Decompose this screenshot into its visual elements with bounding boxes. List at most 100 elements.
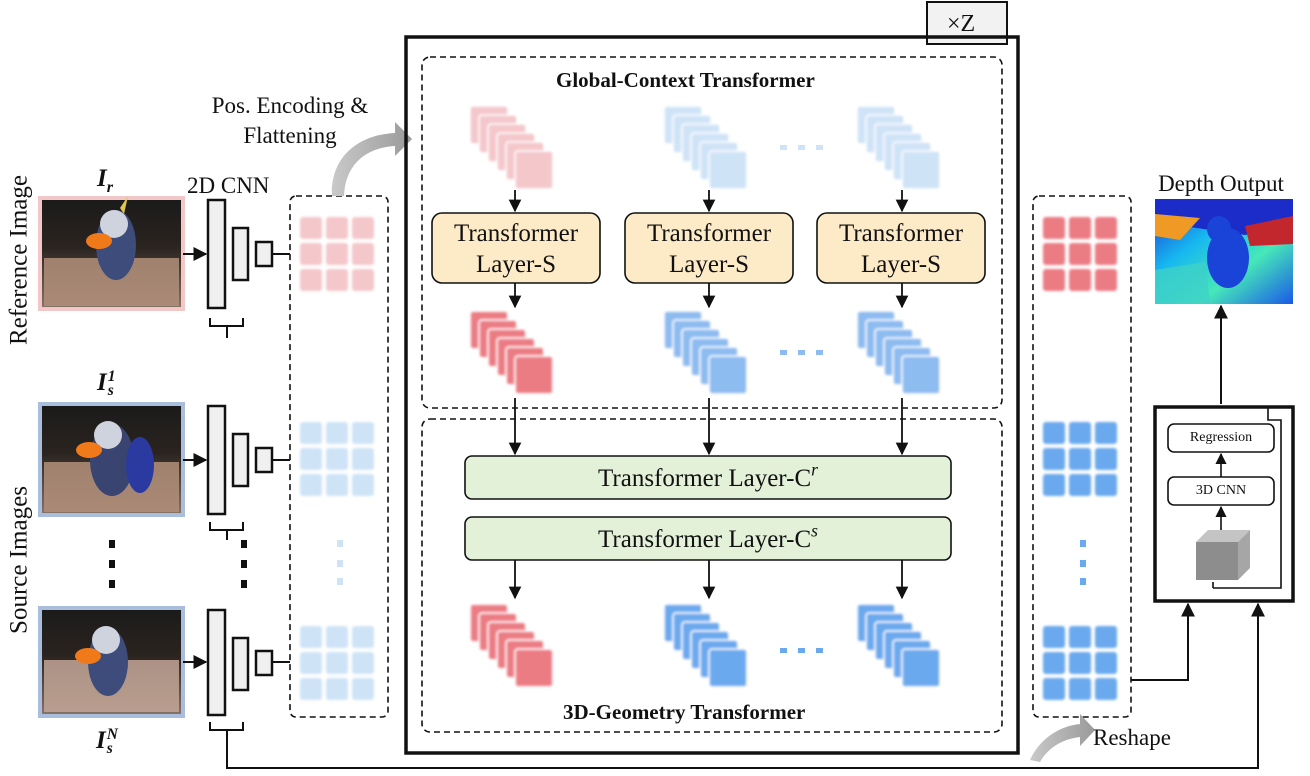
regression-residual-line	[1213, 407, 1282, 589]
token-cell	[1095, 626, 1117, 648]
token-cell	[300, 626, 322, 648]
layer-cr-box	[464, 455, 952, 500]
layer-cs-box	[464, 516, 952, 561]
layer-cr-label: Transformer Layer-Cr	[598, 459, 818, 492]
token-cell	[352, 269, 374, 291]
reshape-label: Reshape	[1093, 725, 1171, 750]
stack-ref-input	[469, 105, 554, 190]
stack-slice	[708, 355, 748, 395]
regression-label: Regression	[1189, 430, 1253, 445]
right-column-dots	[1080, 540, 1086, 585]
token-cell	[1069, 678, 1091, 700]
token-cell	[1043, 652, 1065, 674]
token-cell	[1043, 448, 1065, 470]
source-images-label: Source Images	[5, 486, 33, 634]
reference-image	[38, 196, 185, 311]
cnn2d-src1	[206, 404, 274, 516]
token-cell	[326, 626, 348, 648]
token-cell	[300, 678, 322, 700]
cnn2d-ref	[206, 198, 274, 310]
main-flow-arrows	[508, 190, 909, 600]
stack-srcN-s-out	[856, 310, 941, 395]
token-grid-srcN-right	[1043, 626, 1117, 700]
token-cell	[326, 269, 348, 291]
token-cell	[1095, 448, 1117, 470]
token-cell	[1069, 474, 1091, 496]
stack-srcN-c-out	[856, 603, 941, 688]
pos-encoding-label-2: Flattening	[243, 123, 337, 148]
token-cell	[1069, 652, 1091, 674]
token-cell	[352, 448, 374, 470]
token-cell	[300, 652, 322, 674]
token-cell	[326, 448, 348, 470]
token-cell	[1069, 269, 1091, 291]
cost-volume-cube	[1196, 530, 1250, 580]
token-cell	[1043, 269, 1065, 291]
regression-box	[1167, 423, 1275, 453]
stack-src1-c-out	[663, 603, 748, 688]
stack-ref-s-out	[469, 310, 554, 395]
token-cell	[352, 678, 374, 700]
token-cell	[1095, 217, 1117, 239]
token-cell	[352, 217, 374, 239]
stack-src1-input	[663, 105, 748, 190]
pos-encoding-arrow	[331, 122, 412, 196]
layer-s-boxes	[431, 212, 986, 284]
token-cell	[1095, 269, 1117, 291]
token-cell	[1069, 243, 1091, 265]
token-cell	[1069, 626, 1091, 648]
token-cell	[352, 474, 374, 496]
token-grid-src1-right	[1043, 422, 1117, 496]
token-cell	[1069, 448, 1091, 470]
stack-src1-s-out	[663, 310, 748, 395]
head-input-lines	[226, 602, 1265, 769]
pos-encoding-label-1: Pos. Encoding &	[211, 93, 369, 118]
stack-dots-bottom	[780, 648, 823, 653]
stack-slice	[514, 150, 554, 190]
source-ellipsis-dots	[109, 540, 247, 588]
token-cell	[1095, 422, 1117, 444]
token-cell	[326, 678, 348, 700]
cnn2d-label: 2D CNN	[187, 173, 270, 198]
right-token-column	[1032, 195, 1132, 718]
ref-image-symbol: Ir	[97, 165, 114, 196]
stack-slice	[514, 355, 554, 395]
geometry-transformer-title: 3D-Geometry Transformer	[563, 700, 806, 724]
token-cell	[326, 652, 348, 674]
cnn2d-srcN	[206, 608, 274, 717]
stack-slice	[708, 648, 748, 688]
source-image-1	[38, 402, 185, 517]
stack-slice	[514, 648, 554, 688]
token-cell	[1043, 422, 1065, 444]
token-grid-ref-right	[1043, 217, 1117, 291]
token-grid-ref-left	[300, 217, 374, 291]
token-cell	[300, 448, 322, 470]
token-cell	[1069, 422, 1091, 444]
stack-slice	[901, 355, 941, 395]
head-arrows	[1212, 304, 1228, 588]
token-cell	[352, 243, 374, 265]
depth-output-label: Depth Output	[1158, 171, 1284, 196]
global-context-region	[421, 56, 1003, 409]
token-cell	[300, 474, 322, 496]
reference-image-label: Reference Image	[5, 174, 33, 346]
token-cell	[300, 217, 322, 239]
source-image-n	[38, 606, 185, 718]
stack-slice	[901, 648, 941, 688]
cnn3d-label: 3D CNN	[1195, 483, 1247, 498]
token-cell	[326, 243, 348, 265]
token-cell	[300, 269, 322, 291]
token-cell	[1095, 652, 1117, 674]
feature-stacks	[469, 105, 941, 688]
token-cell	[1043, 678, 1065, 700]
global-context-title: Global-Context Transformer	[556, 68, 815, 92]
stack-slice	[901, 150, 941, 190]
token-cell	[352, 626, 374, 648]
layer-cs-label: Transformer Layer-Cs	[598, 520, 818, 553]
token-cell	[1095, 678, 1117, 700]
